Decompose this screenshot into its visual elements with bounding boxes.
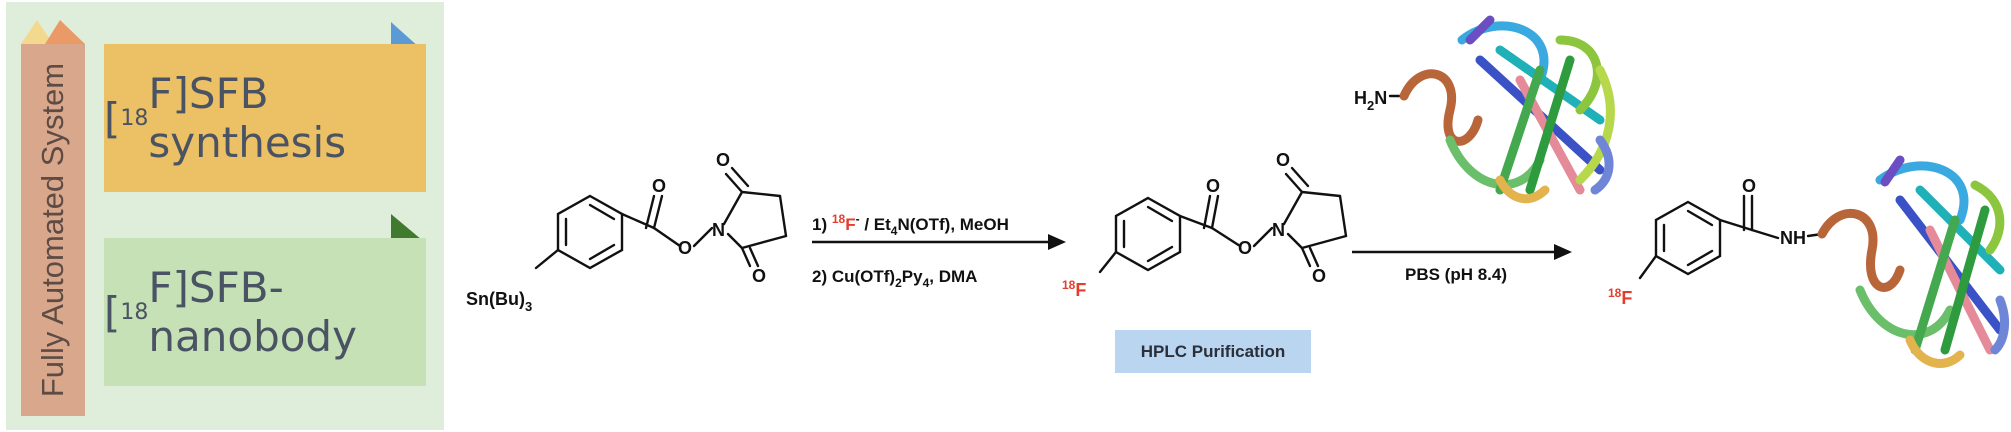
- imide-oxygen-2b: O: [1312, 266, 1326, 286]
- amide-nh: NH: [1780, 228, 1806, 248]
- conjugate-product: [1638, 194, 1824, 280]
- ester-oxygen-2: O: [1238, 238, 1252, 258]
- step3-conditions: PBS (pH 8.4): [1405, 265, 1507, 284]
- amine-label: H2N: [1354, 88, 1387, 113]
- box1-prefix: [: [104, 93, 121, 143]
- step1-conditions: 1) 18F- / Et4N(OTf), MeOH: [812, 212, 1009, 238]
- nhs-nitrogen-2: N: [1272, 220, 1285, 240]
- carbonyl-oxygen-1: O: [652, 176, 666, 196]
- amide-oxygen: O: [1742, 176, 1756, 196]
- box2-isotope: 18: [120, 299, 149, 325]
- scheme-labels: Sn(Bu)3 O N O O O 1) 18F- / Et4N(OTf), M…: [466, 88, 1806, 314]
- fluorine-18-label-1: 18F: [1062, 278, 1086, 300]
- imide-oxygen-2a: O: [1276, 150, 1290, 170]
- imide-oxygen-1a: O: [716, 150, 730, 170]
- box1-isotope: 18: [120, 105, 149, 131]
- box1-text: F]SFB synthesis: [148, 69, 347, 167]
- nanobody-protein-top: [1399, 15, 1615, 204]
- box2-text: F]SFB-nanobody: [148, 263, 357, 361]
- arrows: [812, 234, 1572, 260]
- hplc-purification-badge: HPLC Purification: [1115, 330, 1311, 373]
- ester-oxygen-1: O: [678, 238, 692, 258]
- nanobody-protein-conjugate: [1817, 155, 2010, 368]
- sfb-product: [1098, 166, 1348, 274]
- box2-prefix: [: [104, 287, 121, 337]
- starting-material: [534, 166, 788, 270]
- step2-conditions: 2) Cu(OTf)2Py4, DMA: [812, 267, 977, 290]
- hplc-label: HPLC Purification: [1140, 341, 1286, 361]
- fully-automated-sidebar: Fully Automated System: [21, 44, 85, 416]
- fluorine-18-label-2: 18F: [1608, 286, 1632, 308]
- stannane-label: Sn(Bu)3: [466, 289, 532, 314]
- nhs-nitrogen-1: N: [712, 220, 725, 240]
- carbonyl-oxygen-2: O: [1206, 176, 1220, 196]
- imide-oxygen-1b: O: [752, 266, 766, 286]
